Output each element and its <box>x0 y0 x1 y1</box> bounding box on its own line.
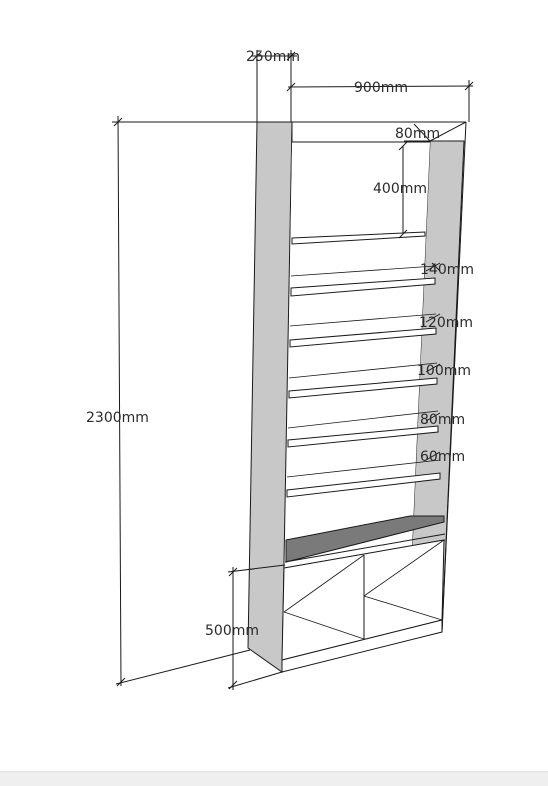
shelf <box>286 472 441 498</box>
base-height-label: 500mm <box>205 623 259 639</box>
depth-label: 250mm <box>246 49 300 65</box>
plinth <box>281 619 443 673</box>
shelf <box>288 377 438 399</box>
gap-1-label: 140mm <box>420 262 474 278</box>
height-label: 2300mm <box>86 410 149 426</box>
top-gap-label: 400mm <box>373 181 427 197</box>
shelf <box>291 231 426 245</box>
gap-2-label: 120mm <box>419 315 473 331</box>
lower-cabinet <box>281 539 445 673</box>
shelf <box>289 327 437 348</box>
gap-4-label: 80mm <box>420 412 465 428</box>
shelf <box>290 277 436 297</box>
gap-5-label: 60mm <box>420 449 465 465</box>
gap-3-label: 100mm <box>417 363 471 379</box>
shelves <box>286 231 441 498</box>
shelf <box>287 425 439 448</box>
width-label: 900mm <box>354 80 408 96</box>
counter-top <box>285 515 445 563</box>
bottom-scroll-strip <box>0 771 548 786</box>
side-offset-label: 80mm <box>395 126 440 142</box>
